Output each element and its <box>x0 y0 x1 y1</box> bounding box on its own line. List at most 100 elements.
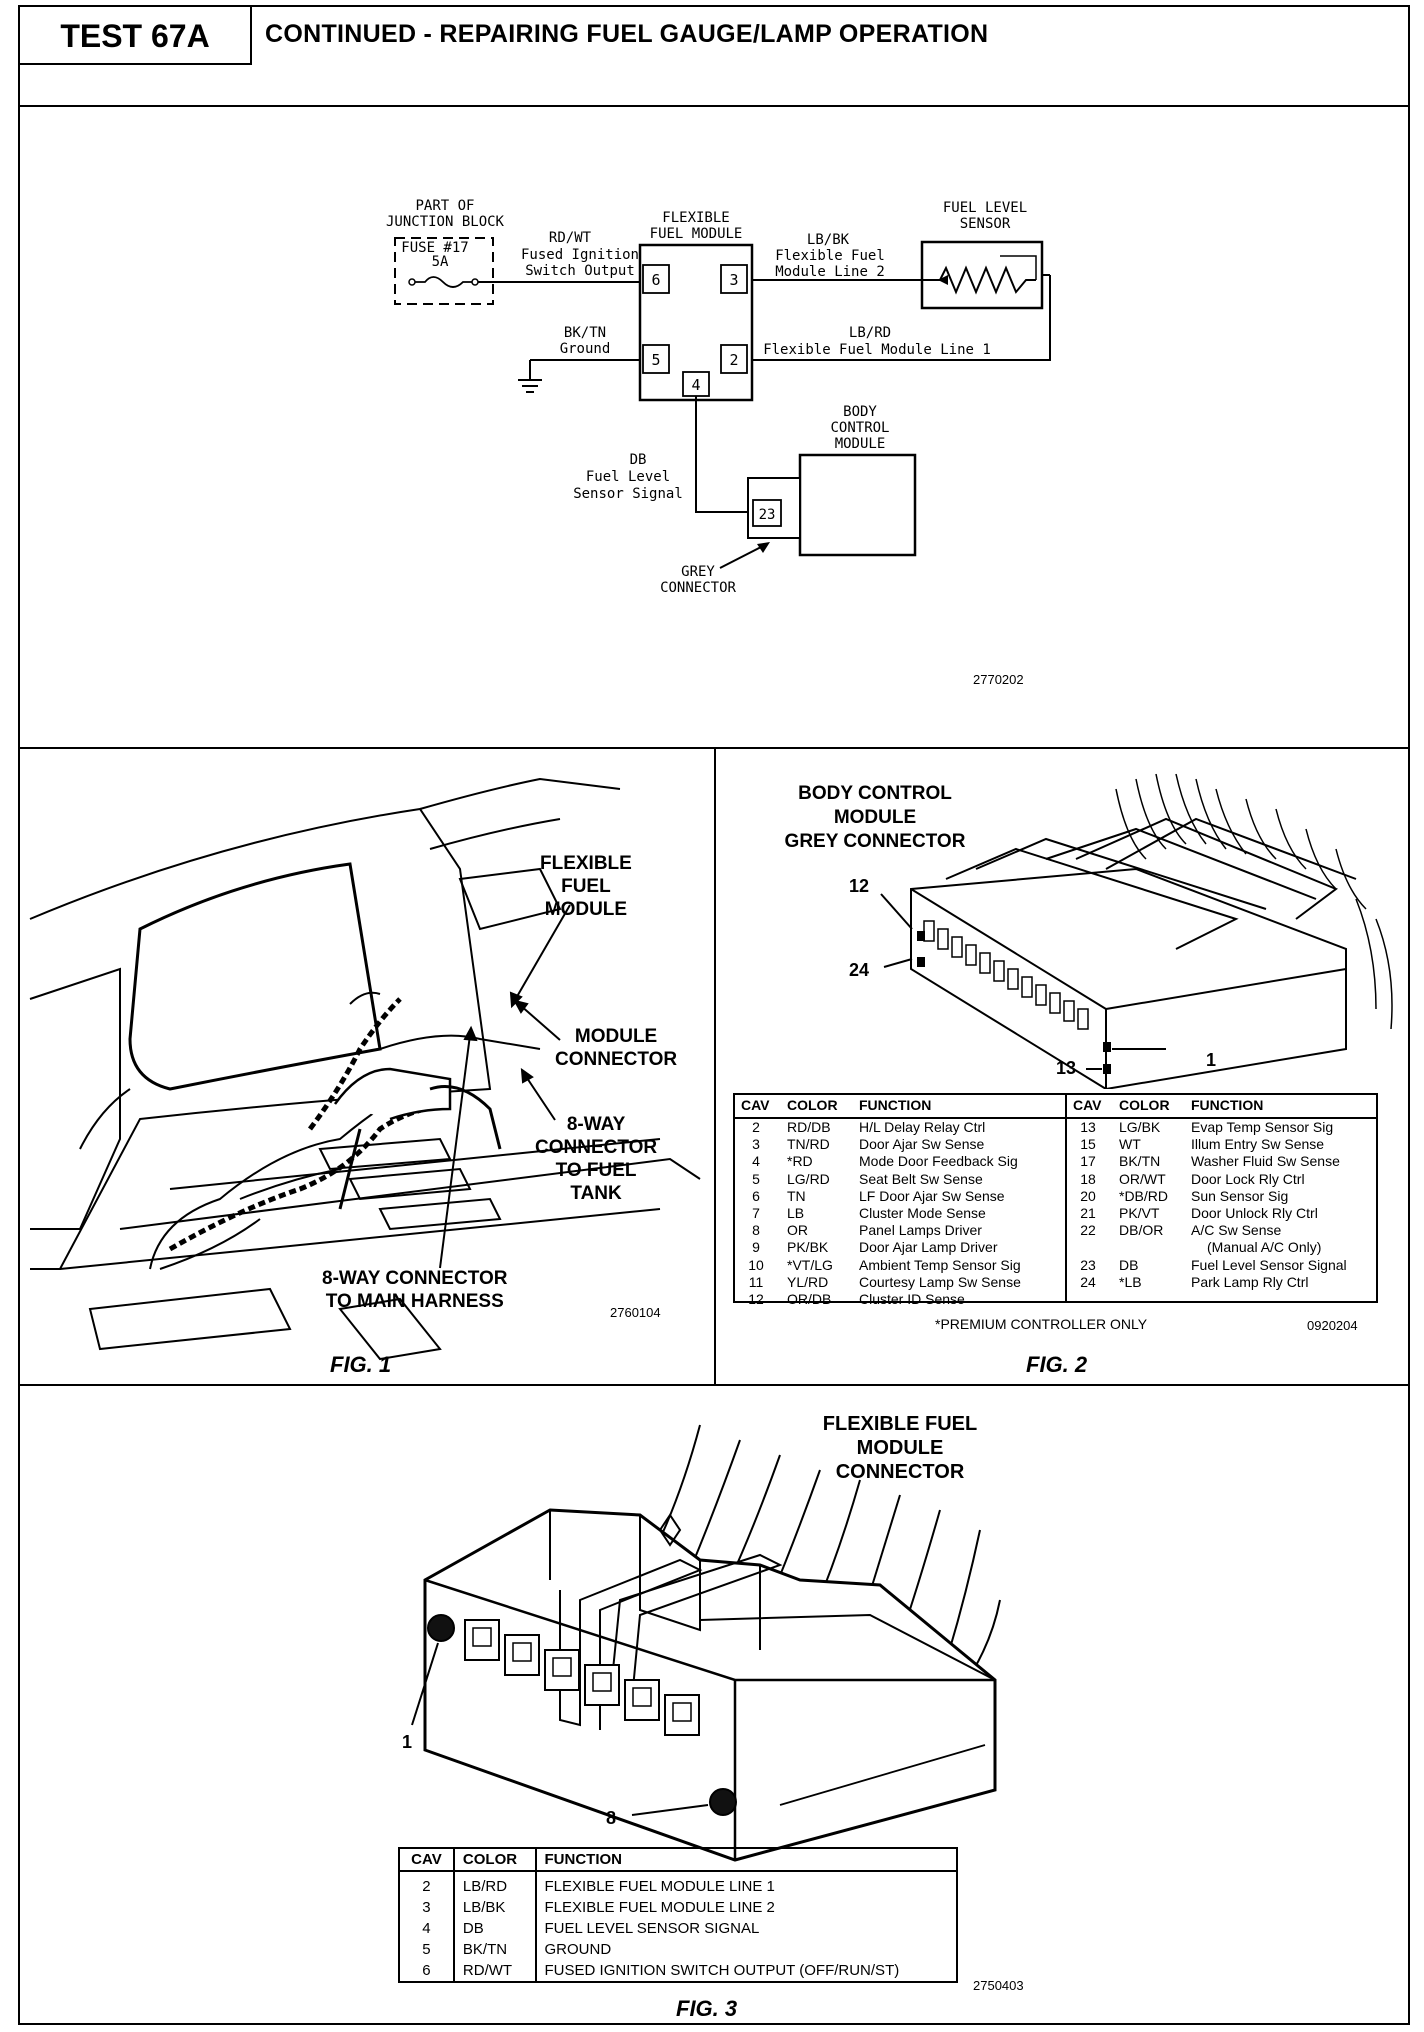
fig2-hdr-cav-l: CAV <box>741 1097 770 1113</box>
fig1-callout-8way-tank-4: TANK <box>570 1183 622 1204</box>
table-cell: 18 <box>1080 1170 1096 1187</box>
page-title: CONTINUED - REPAIRING FUEL GAUGE/LAMP OP… <box>265 20 989 48</box>
fig1-vehicle-illustration <box>29 777 701 1361</box>
table-cell: Door Ajar Lamp Driver <box>859 1239 998 1256</box>
table-cell: 22 <box>1080 1222 1096 1239</box>
table-cell: Seat Belt Sw Sense <box>859 1170 983 1187</box>
fig2-hdr-cav-r: CAV <box>1073 1097 1102 1113</box>
table-cell: LB/RD <box>452 1871 536 1897</box>
table-cell: LF Door Ajar Sw Sense <box>859 1187 1005 1204</box>
table-cell: Washer Fluid Sw Sense <box>1191 1153 1340 1170</box>
wire-lbrd-desc: Flexible Fuel Module Line 1 <box>763 342 991 358</box>
table-cell: 21 <box>1080 1205 1096 1222</box>
wire-rdwt-desc-2: Switch Output <box>525 263 635 279</box>
table-cell: OR/DB <box>787 1291 832 1308</box>
table-cell: 6 <box>752 1187 760 1204</box>
fig1-ref: 2760104 <box>610 1305 661 1320</box>
table-row: 3 LB/BK FLEXIBLE FUEL MODULE LINE 2 <box>399 1897 957 1918</box>
table-cell: Ambient Temp Sensor Sig <box>859 1256 1021 1273</box>
table-cell: 5 <box>422 1941 431 1958</box>
wire-db-color: DB <box>630 452 647 468</box>
fig2-hdr-color-r: COLOR <box>1119 1097 1170 1113</box>
fig1-callout-mc-2: CONNECTOR <box>555 1049 678 1070</box>
table-cell: *DB/RD <box>1119 1187 1169 1204</box>
fig1-callout-8way-tank-2: CONNECTOR <box>535 1137 658 1158</box>
table-cell: RD/DB <box>787 1119 831 1135</box>
table-cell: FLEXIBLE FUEL MODULE LINE 1 <box>534 1871 957 1897</box>
table-cell: 20 <box>1080 1187 1096 1204</box>
ffm-label-1: FLEXIBLE <box>662 210 729 226</box>
table-cell: DB <box>452 1918 536 1939</box>
wire-db-desc-2: Sensor Signal <box>573 486 683 502</box>
table-cell: 3 <box>422 1899 431 1916</box>
table-cell: WT <box>1119 1136 1141 1153</box>
fig1-callout-ffm-1: FLEXIBLE <box>540 853 632 874</box>
table-cell: Fuel Level Sensor Signal <box>1191 1256 1347 1273</box>
table-cell: LB/BK <box>452 1897 536 1918</box>
table-cell: 9 <box>752 1239 760 1256</box>
grey-conn-1: GREY <box>681 564 715 580</box>
wire-lbrd-color: LB/RD <box>849 325 891 341</box>
table-cell: Evap Temp Sensor Sig <box>1191 1119 1334 1135</box>
divider <box>18 63 250 65</box>
bcm-label-3: MODULE <box>835 436 886 452</box>
table-cell: TN <box>787 1187 806 1204</box>
table-cell: A/C Sw Sense <box>1191 1222 1282 1239</box>
pin-4: 4 <box>691 376 700 394</box>
table-cell: 3 <box>752 1136 760 1153</box>
fig3-title-1: FLEXIBLE FUEL <box>822 1413 978 1435</box>
fig1-callout-mc-1: MODULE <box>574 1026 658 1047</box>
pin-2: 2 <box>729 351 738 369</box>
table-row: 4 DB FUEL LEVEL SENSOR SIGNAL <box>399 1918 957 1939</box>
table-cell: Cluster ID Sense <box>859 1291 965 1308</box>
table-cell: 6 <box>422 1962 431 1979</box>
table-cell: 7 <box>752 1205 760 1222</box>
table-cell: *VT/LG <box>787 1256 833 1273</box>
fig2-caption: FIG. 2 <box>1026 1352 1088 1377</box>
table-cell: OR/WT <box>1119 1170 1166 1187</box>
fig3-pin-8: 8 <box>606 1808 617 1828</box>
table-cell: LG/BK <box>1119 1119 1161 1135</box>
fig2-ref: 0920204 <box>1307 1318 1358 1333</box>
fig2-hdr-func-r: FUNCTION <box>1191 1097 1264 1113</box>
wire-bktn-desc: Ground <box>560 341 611 357</box>
pin-5: 5 <box>651 351 660 369</box>
fig2-title-3: GREY CONNECTOR <box>784 831 966 852</box>
table-cell: Door Unlock Rly Ctrl <box>1191 1205 1318 1222</box>
fig3-hdr-cav: CAV <box>399 1848 454 1872</box>
table-cell: 15 <box>1080 1136 1096 1153</box>
divider <box>18 1384 1410 1386</box>
table-cell: 24 <box>1080 1273 1096 1290</box>
fuse-symbol <box>415 276 472 288</box>
ffm-label-2: FUEL MODULE <box>650 226 743 242</box>
wire-lbbk-desc-1: Flexible Fuel <box>775 248 885 264</box>
fig2-title-1: BODY CONTROL <box>798 783 952 804</box>
fig1-callout-8way-tank-3: TO FUEL <box>555 1160 637 1181</box>
divider <box>18 105 1410 107</box>
table-cell: LG/RD <box>787 1170 830 1187</box>
fig1-caption: FIG. 1 <box>330 1352 392 1377</box>
table-cell: GROUND <box>534 1939 957 1960</box>
pin-3: 3 <box>729 271 738 289</box>
wire-bktn-color: BK/TN <box>564 325 606 341</box>
table-cell: FLEXIBLE FUEL MODULE LINE 2 <box>534 1897 957 1918</box>
wire-lbbk-color: LB/BK <box>807 232 850 248</box>
fig2-footnote: *PREMIUM CONTROLLER ONLY <box>935 1316 1148 1332</box>
table-cell: FUSED IGNITION SWITCH OUTPUT (OFF/RUN/ST… <box>534 1960 957 1982</box>
wire-rdwt-color: RD/WT <box>549 230 592 246</box>
fig2-pin-1: 1 <box>1206 1050 1217 1070</box>
table-cell: DB/OR <box>1119 1222 1164 1239</box>
table-cell: 11 <box>748 1273 764 1290</box>
grey-conn-2: CONNECTOR <box>660 580 736 596</box>
page-frame <box>18 5 1410 2025</box>
table-cell: 23 <box>1080 1256 1096 1273</box>
fig1-callout-8way-main-1: 8-WAY CONNECTOR <box>322 1268 508 1289</box>
table-row: 5 BK/TN GROUND <box>399 1939 957 1960</box>
sensor-label-1: FUEL LEVEL <box>943 200 1027 216</box>
jb-label-2: JUNCTION BLOCK <box>386 214 505 230</box>
table-cell: 10 <box>748 1256 764 1273</box>
table-cell: Panel Lamps Driver <box>859 1222 982 1239</box>
